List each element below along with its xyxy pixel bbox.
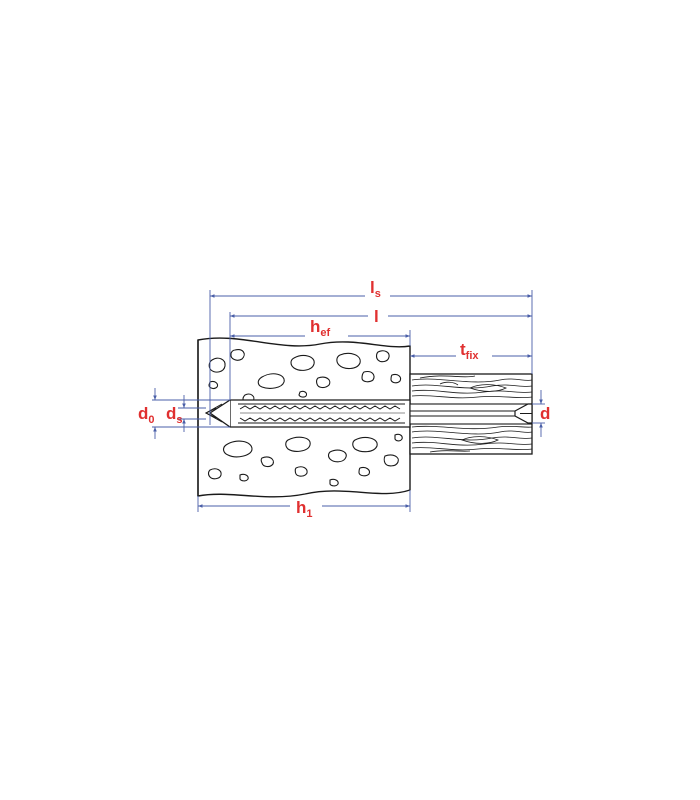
wood-grain [411, 375, 532, 453]
screw-thread [239, 405, 401, 410]
label-ds: ds [166, 404, 183, 426]
dimension-lines [152, 290, 545, 512]
label-d0: d0 [138, 404, 155, 426]
label-h1: h1 [296, 498, 313, 520]
label-ls: ls [370, 278, 381, 300]
aggregate-stones [207, 349, 403, 487]
label-d: d [540, 404, 550, 423]
dimension-labels: ls l hef tfix d0 ds d h1 [138, 278, 550, 520]
anchor-assembly [204, 399, 533, 428]
label-l: l [374, 307, 379, 326]
label-tfix: tfix [460, 340, 479, 362]
label-hef: hef [310, 317, 331, 339]
